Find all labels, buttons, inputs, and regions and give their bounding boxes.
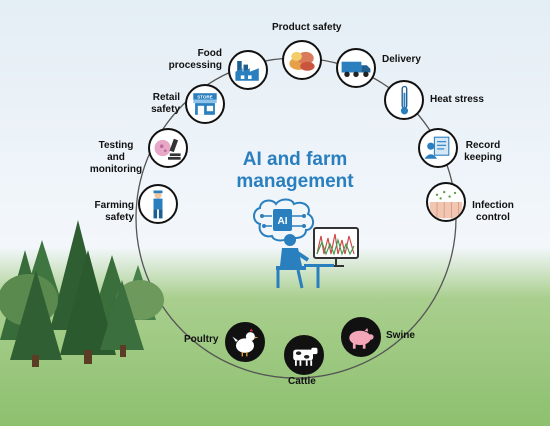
thermometer-icon [384,80,424,120]
store-sign: STORE [197,95,212,100]
microscope-icon [148,128,188,168]
store-icon: STORE [185,84,225,124]
cells-icon [426,182,466,222]
label-swine: Swine [386,330,415,341]
label-product-safety: Product safety [272,22,342,33]
scientist-icon [276,227,359,289]
label-retail-safety: Retail safety [151,92,180,115]
label-heat-stress: Heat stress [430,94,484,105]
label-poultry: Poultry [184,334,219,345]
chicken-icon [225,322,265,362]
label-infection-control: Infection control [472,200,514,223]
label-testing-monitoring: Testing and monitoring [89,140,143,175]
pig-icon [341,317,381,357]
label-food-processing: Food processing [168,48,222,71]
label-record-keeping: Record keeping [464,140,502,163]
tree-cluster [0,220,164,367]
label-delivery: Delivery [382,54,421,65]
product-icon [282,40,322,80]
title-line-1: AI and farm [242,149,348,170]
record-icon [418,128,458,168]
cow-icon [284,335,324,375]
ai-chip-label: AI [278,216,288,227]
label-farming-safety: Farming safety [94,200,134,223]
label-cattle: Cattle [288,376,316,387]
title-line-2: management [236,171,354,192]
truck-icon [336,48,376,88]
factory-icon [228,50,268,90]
ai-brain-icon: AI [253,198,314,242]
farmer-icon [138,184,178,224]
